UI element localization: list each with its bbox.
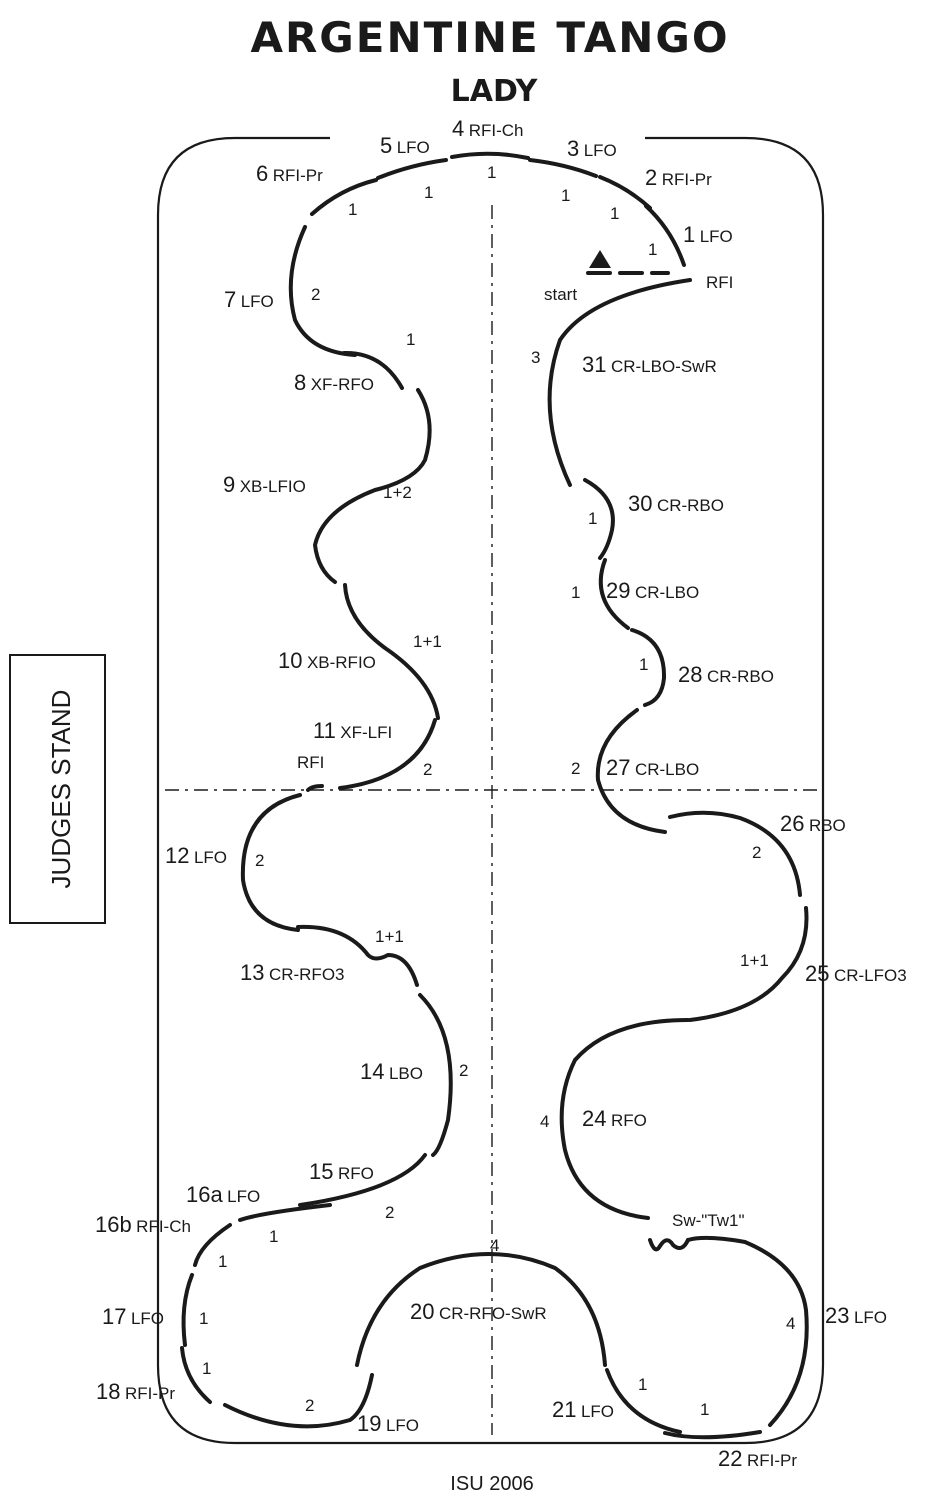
beat-count: 1 <box>487 163 496 182</box>
step-label: 9 XB-LFIO <box>223 472 306 497</box>
step-label: 17 LFO <box>102 1304 164 1329</box>
beat-count: 1 <box>348 200 357 219</box>
step-label: 13 CR-RFO3 <box>240 960 345 985</box>
step-label: 20 CR-RFO-SwR <box>410 1299 547 1324</box>
step-label: 4 RFI-Ch <box>452 116 523 141</box>
beat-count: 1+2 <box>383 483 412 502</box>
beat-count: 1 <box>269 1227 278 1246</box>
step-label: 21 LFO <box>552 1397 614 1422</box>
step-label: 6 RFI-Pr <box>256 161 323 186</box>
step-label: 1 LFO <box>683 222 733 247</box>
diagram-title: ARGENTINE TANGO <box>250 13 729 62</box>
step-label: 12 LFO <box>165 843 227 868</box>
step-label: 7 LFO <box>224 287 274 312</box>
beat-count: 1 <box>561 186 570 205</box>
step-label: 27 CR-LBO <box>606 755 699 780</box>
beat-count: 4 <box>786 1314 795 1333</box>
beat-count: 1 <box>571 583 580 602</box>
step-label: 31 CR-LBO-SwR <box>582 352 717 377</box>
step-label: 26 RBO <box>780 811 846 836</box>
beat-count: 2 <box>305 1396 314 1415</box>
step-label: 23 LFO <box>825 1303 887 1328</box>
rink-outline <box>156 136 825 1445</box>
beat-count: 1+1 <box>375 927 404 946</box>
step-label: 2 RFI-Pr <box>645 165 712 190</box>
diagram-subtitle: LADY <box>451 74 539 109</box>
beat-count: 4 <box>540 1112 549 1131</box>
step-label: 10 XB-RFIO <box>278 648 376 673</box>
step-label: 8 XF-RFO <box>294 370 374 395</box>
step-label: RFI <box>297 753 324 772</box>
pattern-trace <box>180 151 809 1440</box>
step-label: 25 CR-LFO3 <box>805 961 907 986</box>
beat-count: 1 <box>202 1359 211 1378</box>
beat-count: 1 <box>648 240 657 259</box>
beat-count: 1 <box>218 1252 227 1271</box>
step-labels: 1 LFO RFI 2 RFI-Pr 3 LFO 4 RFI-Ch 5 LFO … <box>95 116 907 1471</box>
beat-count: 4 <box>490 1236 499 1255</box>
step-label: 30 CR-RBO <box>628 491 724 516</box>
beat-count: 2 <box>571 759 580 778</box>
step-label: 29 CR-LBO <box>606 578 699 603</box>
step-label: 16a LFO <box>186 1182 260 1207</box>
step-label: 22 RFI-Pr <box>718 1446 797 1471</box>
beat-count: 1+1 <box>740 951 769 970</box>
beat-count: 2 <box>423 760 432 779</box>
beat-count: 1 <box>588 509 597 528</box>
step-label: RFI <box>706 273 733 292</box>
beat-count: 2 <box>385 1203 394 1222</box>
beat-count: 1 <box>424 183 433 202</box>
step-label: 19 LFO <box>357 1411 419 1436</box>
beat-count: 1 <box>638 1375 647 1394</box>
beat-count: 3 <box>531 348 540 367</box>
step-label: 11 XF-LFI <box>313 718 392 743</box>
beat-counts: 1 1 1 1 1 1 2 1 1+2 1+1 2 2 1+1 2 2 1 1 … <box>199 163 795 1419</box>
footer-credit: ISU 2006 <box>450 1473 533 1495</box>
beat-count: 1+1 <box>413 632 442 651</box>
beat-count: 1 <box>406 330 415 349</box>
step-label: 28 CR-RBO <box>678 662 774 687</box>
start-marker-icon <box>589 250 611 268</box>
step-label: 18 RFI-Pr <box>96 1379 175 1404</box>
beat-count: 1 <box>610 204 619 223</box>
beat-count: 1 <box>639 655 648 674</box>
step-label: 15 RFO <box>309 1159 374 1184</box>
start-label: start <box>544 285 577 304</box>
step-label: 14 LBO <box>360 1059 423 1084</box>
beat-count: 1 <box>700 1400 709 1419</box>
step-label: Sw-"Tw1" <box>672 1211 745 1230</box>
judges-stand-label: JUDGES STAND <box>46 690 76 889</box>
beat-count: 2 <box>255 851 264 870</box>
step-label: 5 LFO <box>380 133 430 158</box>
beat-count: 2 <box>311 285 320 304</box>
step-label: 16b RFI-Ch <box>95 1212 191 1237</box>
rink-axes <box>165 205 820 1435</box>
judges-stand: JUDGES STAND <box>9 654 106 924</box>
beat-count: 1 <box>199 1309 208 1328</box>
step-label: 3 LFO <box>567 136 617 161</box>
beat-count: 2 <box>752 843 761 862</box>
beat-count: 2 <box>459 1061 468 1080</box>
step-label: 24 RFO <box>582 1106 647 1131</box>
